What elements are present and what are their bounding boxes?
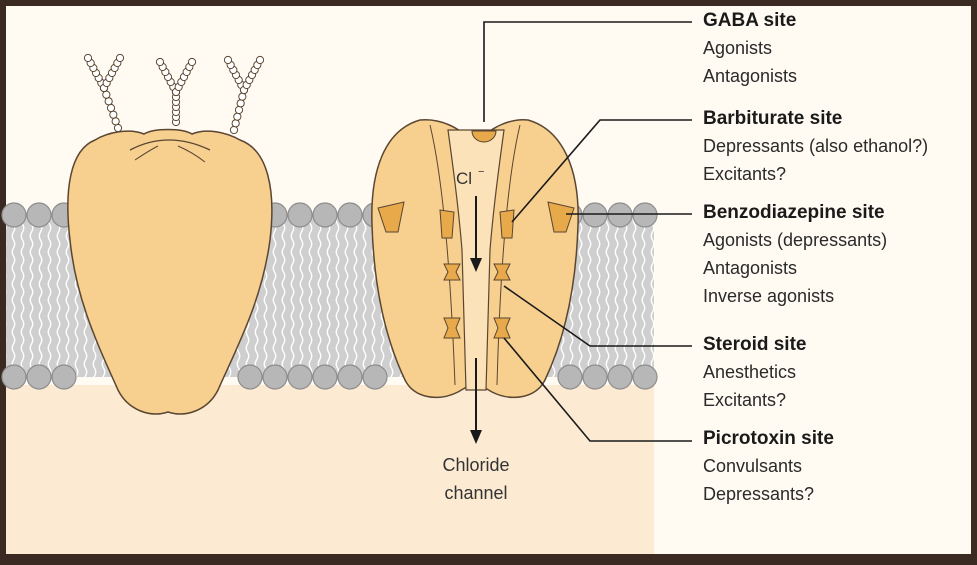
benzodiazepine-site-right: [547, 201, 575, 233]
lipid-head: [337, 202, 363, 228]
lipid-head: [632, 202, 658, 228]
lipid-head: [262, 364, 288, 390]
benzodiazepine-site-left: [377, 201, 405, 233]
gaba-site-title: GABA site: [703, 10, 797, 31]
gaba-site-item: Agonists: [703, 38, 773, 58]
lipid-head: [557, 364, 583, 390]
lipid-head: [1, 202, 27, 228]
glycan-bead: [255, 55, 265, 65]
glycan-bead: [223, 55, 233, 65]
steroid-site-item: Excitants?: [703, 390, 787, 410]
benzodiazepine-site-title: Benzodiazepine site: [703, 202, 885, 223]
barbiturate-site-item: Excitants?: [703, 164, 787, 184]
ion-flow: Cl − Chloride channel: [442, 166, 509, 503]
chloride-ion-symbol: Cl: [456, 169, 472, 188]
barbiturate-site-right: [499, 209, 515, 239]
receptor-subunit-line: [177, 145, 206, 163]
glycan-bead: [109, 110, 118, 119]
glycan-bead: [111, 117, 120, 126]
lipid-head: [607, 202, 633, 228]
receptor-crease: [129, 139, 211, 151]
glycan-bead: [231, 119, 240, 128]
gaba-site-leader: [483, 21, 692, 122]
benzodiazepine-site-item: Antagonists: [703, 258, 798, 278]
lipid-head: [337, 364, 363, 390]
chloride-channel-caption-line1: Chloride: [442, 455, 509, 475]
glycan-bead: [229, 125, 239, 135]
lipid-head: [312, 364, 338, 390]
steroid-site-left: [443, 263, 461, 281]
ion-arrowhead-upper: [470, 258, 482, 272]
picrotoxin-site-item: Convulsants: [703, 456, 803, 476]
glycan-bead: [155, 57, 165, 67]
glycan-bead: [113, 123, 123, 133]
steroid-site-title: Steroid site: [703, 334, 807, 355]
lipid-head: [26, 364, 52, 390]
glycan-bead: [238, 92, 247, 101]
steroid-site-item: Anesthetics: [703, 362, 797, 382]
glycan-bead: [102, 90, 111, 99]
gaba-binding-site: [471, 130, 497, 143]
lipid-head: [582, 202, 608, 228]
lipid-heads-bottom: [1, 364, 658, 390]
lipid-head: [287, 202, 313, 228]
glycan-bead: [233, 112, 242, 121]
barbiturate-site-leader: [511, 119, 692, 223]
glycan-chains: [83, 53, 265, 135]
intracellular-space: [6, 385, 654, 554]
receptor-subunit-line: [134, 145, 159, 161]
steroid-site-leader: [503, 285, 692, 347]
steroid-site-right: [493, 263, 511, 281]
barbiturate-site-item: Depressants (also ethanol?): [703, 136, 929, 156]
benzodiazepine-site-item: Inverse agonists: [703, 286, 835, 306]
chloride-ion-charge: −: [478, 166, 484, 178]
receptor-side-view: [67, 53, 273, 415]
glycan-bead: [115, 53, 125, 63]
lipid-head: [51, 364, 77, 390]
picrotoxin-site-left: [443, 317, 461, 339]
picrotoxin-site-right: [493, 317, 511, 339]
glycan-bead: [106, 103, 116, 113]
receptor-body: [67, 128, 273, 415]
lipid-head: [582, 364, 608, 390]
barbiturate-site-title: Barbiturate site: [703, 108, 843, 129]
glycan-bead: [104, 97, 113, 106]
lipid-head: [237, 364, 263, 390]
leader-lines: [483, 21, 692, 442]
ion-arrowhead-lower: [470, 430, 482, 444]
lipid-head: [26, 202, 52, 228]
glycan-bead: [234, 105, 244, 115]
chloride-channel-caption-line2: channel: [444, 483, 507, 503]
glycan-bead: [83, 53, 93, 63]
lipid-head: [312, 202, 338, 228]
lipid-head: [1, 364, 27, 390]
lipid-head: [632, 364, 658, 390]
picrotoxin-site-item: Depressants?: [703, 484, 815, 504]
benzodiazepine-site-item: Agonists (depressants): [703, 230, 888, 250]
lipid-head: [362, 364, 388, 390]
picrotoxin-site-leader: [503, 337, 692, 442]
lipid-head: [607, 364, 633, 390]
glycan-bead: [187, 57, 197, 67]
gaba-site-item: Antagonists: [703, 66, 798, 86]
lipid-head: [287, 364, 313, 390]
picrotoxin-site-title: Picrotoxin site: [703, 428, 834, 449]
glycan-bead: [236, 99, 245, 108]
barbiturate-site-left: [439, 209, 455, 239]
